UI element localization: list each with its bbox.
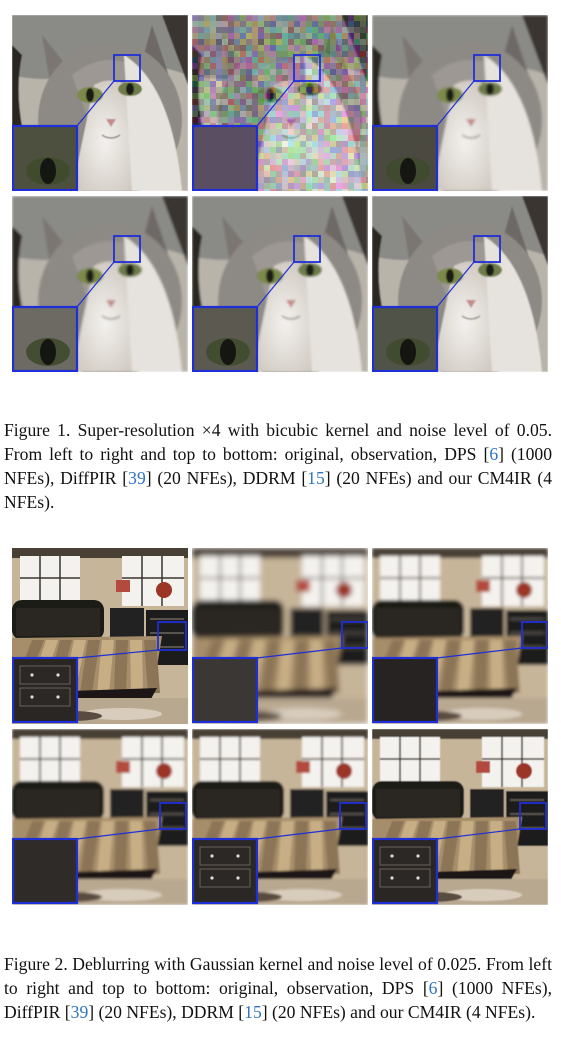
citation-link[interactable]: 39: [128, 467, 146, 488]
citation-link[interactable]: 39: [70, 1001, 89, 1022]
fig1-panel-cm4ir: [372, 196, 548, 372]
fig2-panel-dps: [372, 548, 548, 724]
fig1-panel-original: [12, 15, 188, 191]
panel-image: [192, 548, 368, 724]
caption-text: [: [238, 1001, 245, 1022]
panel-image: [372, 548, 548, 724]
caption-text: [: [122, 467, 129, 488]
citation-link[interactable]: 6: [428, 977, 438, 998]
caption-text: ×4: [201, 419, 221, 440]
panel-image: [372, 729, 548, 905]
fig1-panel-diffpir: [12, 196, 188, 372]
figure-1-caption: Figure 1. Super-resolution ×4 with bicub…: [4, 418, 552, 514]
fig2-panel-cm4ir: [372, 729, 548, 905]
caption-text: ] (1000 NFEs), DiffPIR: [4, 977, 552, 1022]
caption-text: [: [422, 977, 429, 998]
panel-image: [372, 196, 548, 372]
caption-text: with bicubic kernel and noise level of 0…: [4, 419, 552, 464]
panel-image: [372, 15, 548, 191]
fig1-panel-ddrm: [192, 196, 368, 372]
citation-link[interactable]: 6: [489, 443, 499, 464]
panel-image: [12, 548, 188, 724]
panel-image: [192, 15, 368, 191]
fig2-panel-diffpir: [12, 729, 188, 905]
citation-link[interactable]: 15: [307, 467, 325, 488]
fig2-panel-ddrm: [192, 729, 368, 905]
panel-image: [12, 15, 188, 191]
fig2-panel-observation: [192, 548, 368, 724]
caption-text: [: [64, 1001, 71, 1022]
caption-text: ] (20 NFEs) and our CM4IR (4 NFEs).: [4, 467, 552, 512]
panel-image: [12, 196, 188, 372]
figure-2-grid: [12, 548, 548, 905]
caption-text: Figure 2. Deblurring with Gaussian kerne…: [4, 953, 552, 998]
panel-image: [192, 729, 368, 905]
fig1-panel-observation: [192, 15, 368, 191]
fig1-panel-dps: [372, 15, 548, 191]
figure-2-caption: Figure 2. Deblurring with Gaussian kerne…: [4, 952, 552, 1024]
figure-1-grid: [12, 15, 548, 372]
panel-image: [192, 196, 368, 372]
caption-text: ] (1000 NFEs), DiffPIR: [4, 443, 552, 488]
caption-text: ] (20 NFEs), DDRM: [88, 1001, 239, 1022]
caption-text: ] (20 NFEs), DDRM: [145, 467, 302, 488]
caption-text: [: [301, 467, 308, 488]
citation-link[interactable]: 15: [244, 1001, 262, 1022]
fig2-panel-original: [12, 548, 188, 724]
caption-text: [: [483, 443, 490, 464]
panel-image: [12, 729, 188, 905]
caption-text: Figure 1. Super-resolution: [4, 419, 202, 440]
caption-text: ] (20 NFEs) and our CM4IR (4 NFEs).: [261, 1001, 536, 1022]
